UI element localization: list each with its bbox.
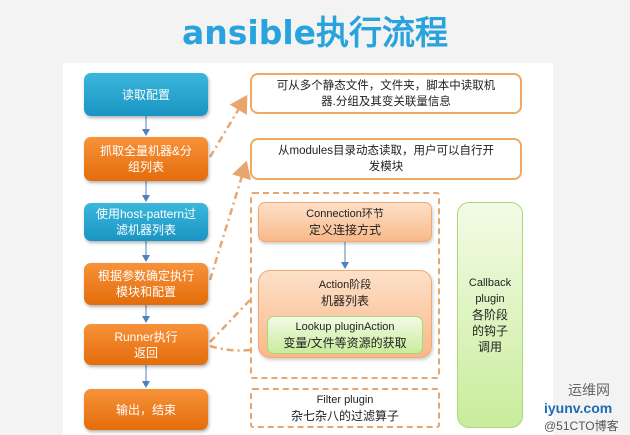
box-text: 调用 bbox=[477, 340, 502, 354]
note-text: 从modules目录动态读取，用户可以自行开 bbox=[278, 145, 494, 157]
step-text: 根据参数确定执行 bbox=[97, 269, 194, 283]
box-text: Connection环节 bbox=[306, 208, 384, 220]
box-text: Lookup pluginAction bbox=[295, 321, 395, 333]
watermark-site: 运维网 bbox=[568, 382, 610, 398]
lookup-plugin-box: Lookup pluginAction 变量/文件等资源的获取 bbox=[267, 316, 423, 354]
note-text: 发模块 bbox=[368, 161, 404, 173]
connection-box: Connection环节定义连接方式 bbox=[258, 202, 432, 242]
box-text: 变量/文件等资源的获取 bbox=[283, 336, 407, 350]
step-text: Runner执行 bbox=[114, 329, 178, 344]
note-modules: 从modules目录动态读取，用户可以自行开发模块 bbox=[250, 138, 522, 180]
watermark-domain: iyunv.com bbox=[544, 400, 613, 416]
callback-plugin-box: Callback plugin 各阶段 的钩子 调用 bbox=[457, 202, 523, 428]
watermark-blog: @51CTO博客 bbox=[544, 419, 619, 433]
flow-step-fetch-hosts: 抓取全量机器&分组列表 bbox=[84, 137, 208, 181]
box-text: 杂七杂八的过滤算子 bbox=[290, 409, 399, 423]
flow-step-read-config: 读取配置 bbox=[84, 73, 208, 116]
box-text: 机器列表 bbox=[320, 294, 369, 308]
box-text: Callback bbox=[468, 277, 512, 289]
flow-step-output: 输出，结束 bbox=[84, 389, 208, 430]
step-text: 组列表 bbox=[127, 160, 164, 174]
filter-plugin-box: Filter plugin 杂七杂八的过滤算子 bbox=[250, 388, 440, 428]
note-text: 可从多个静态文件，文件夹，脚本中读取机 bbox=[276, 79, 496, 92]
note-inventory: 可从多个静态文件，文件夹，脚本中读取机器.分组及其变关联量信息 bbox=[250, 73, 522, 114]
box-text: 定义连接方式 bbox=[308, 223, 381, 237]
dashed-links bbox=[208, 94, 252, 352]
page-title: ansible执行流程 bbox=[181, 13, 449, 52]
step-text: 模块和配置 bbox=[115, 285, 176, 299]
step-text: 读取配置 bbox=[121, 87, 170, 102]
step-text: 使用host-pattern过 bbox=[95, 207, 197, 221]
box-text: 各阶段 bbox=[471, 308, 508, 322]
note-text: 器.分组及其变关联量信息 bbox=[321, 95, 451, 108]
step-text: 输出，结束 bbox=[115, 402, 176, 417]
runner-detail-group bbox=[250, 192, 440, 379]
box-text: 的钩子 bbox=[471, 324, 508, 338]
box-text: Action阶段 bbox=[318, 279, 372, 291]
flow-step-determine-module: 根据参数确定执行模块和配置 bbox=[84, 263, 208, 305]
step-text: 返回 bbox=[133, 345, 158, 360]
flow-step-host-pattern: 使用host-pattern过滤机器列表 bbox=[84, 203, 208, 241]
flow-step-runner: Runner执行返回 bbox=[84, 324, 208, 365]
step-text: 滤机器列表 bbox=[115, 223, 176, 237]
box-text: plugin bbox=[475, 293, 505, 305]
flow-arrows bbox=[142, 116, 349, 388]
box-text: Filter plugin bbox=[316, 394, 374, 406]
step-text: 抓取全量机器&分 bbox=[99, 144, 192, 158]
